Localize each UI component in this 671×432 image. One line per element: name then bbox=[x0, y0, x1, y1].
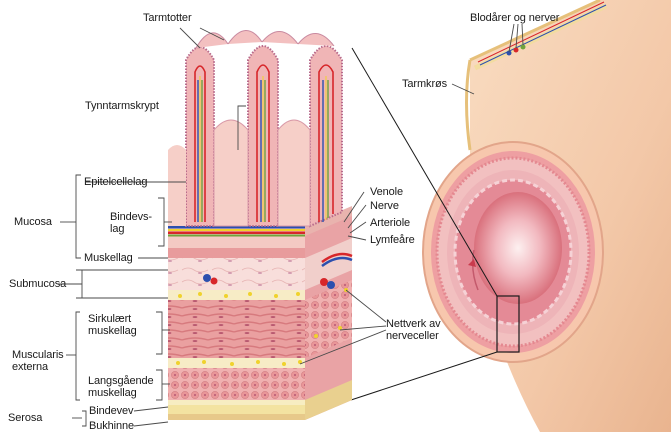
label-epitelcellelag: Epitelcellelag bbox=[84, 176, 147, 188]
label-muscularis-externa: Muscularis externa bbox=[12, 349, 64, 373]
label-sirkulaert-muskellag: Sirkulært muskellag bbox=[88, 313, 137, 337]
label-bukhinne: Bukhinne bbox=[89, 420, 134, 432]
label-serosa: Serosa bbox=[8, 412, 42, 424]
villi bbox=[168, 30, 342, 226]
label-langsgaende-muskellag: Langsgående muskellag bbox=[88, 375, 154, 399]
zoom-line-bottom bbox=[351, 352, 497, 400]
label-nerve: Nerve bbox=[370, 200, 399, 212]
label-tarmkros: Tarmkrøs bbox=[402, 78, 447, 90]
label-arteriole: Arteriole bbox=[370, 217, 410, 229]
label-venole: Venole bbox=[370, 186, 403, 198]
tissue-block bbox=[168, 30, 352, 420]
label-muskellag: Muskellag bbox=[84, 252, 133, 264]
label-bindevslag: Bindevs- lag bbox=[110, 211, 152, 235]
label-blodarer-og-nerver: Blodårer og nerver bbox=[470, 12, 559, 24]
label-mucosa: Mucosa bbox=[14, 216, 52, 228]
tube-cross-section bbox=[423, 142, 603, 362]
label-nettverk-av-nerveceller: Nettverk av nerveceller bbox=[386, 318, 441, 342]
label-tynntarmskrypt: Tynntarmskrypt bbox=[85, 100, 159, 112]
label-tarmtotter: Tarmtotter bbox=[143, 12, 192, 24]
label-lymfeare: Lymfeåre bbox=[370, 234, 415, 246]
label-submucosa: Submucosa bbox=[9, 278, 66, 290]
label-bindevev: Bindevev bbox=[89, 405, 133, 417]
